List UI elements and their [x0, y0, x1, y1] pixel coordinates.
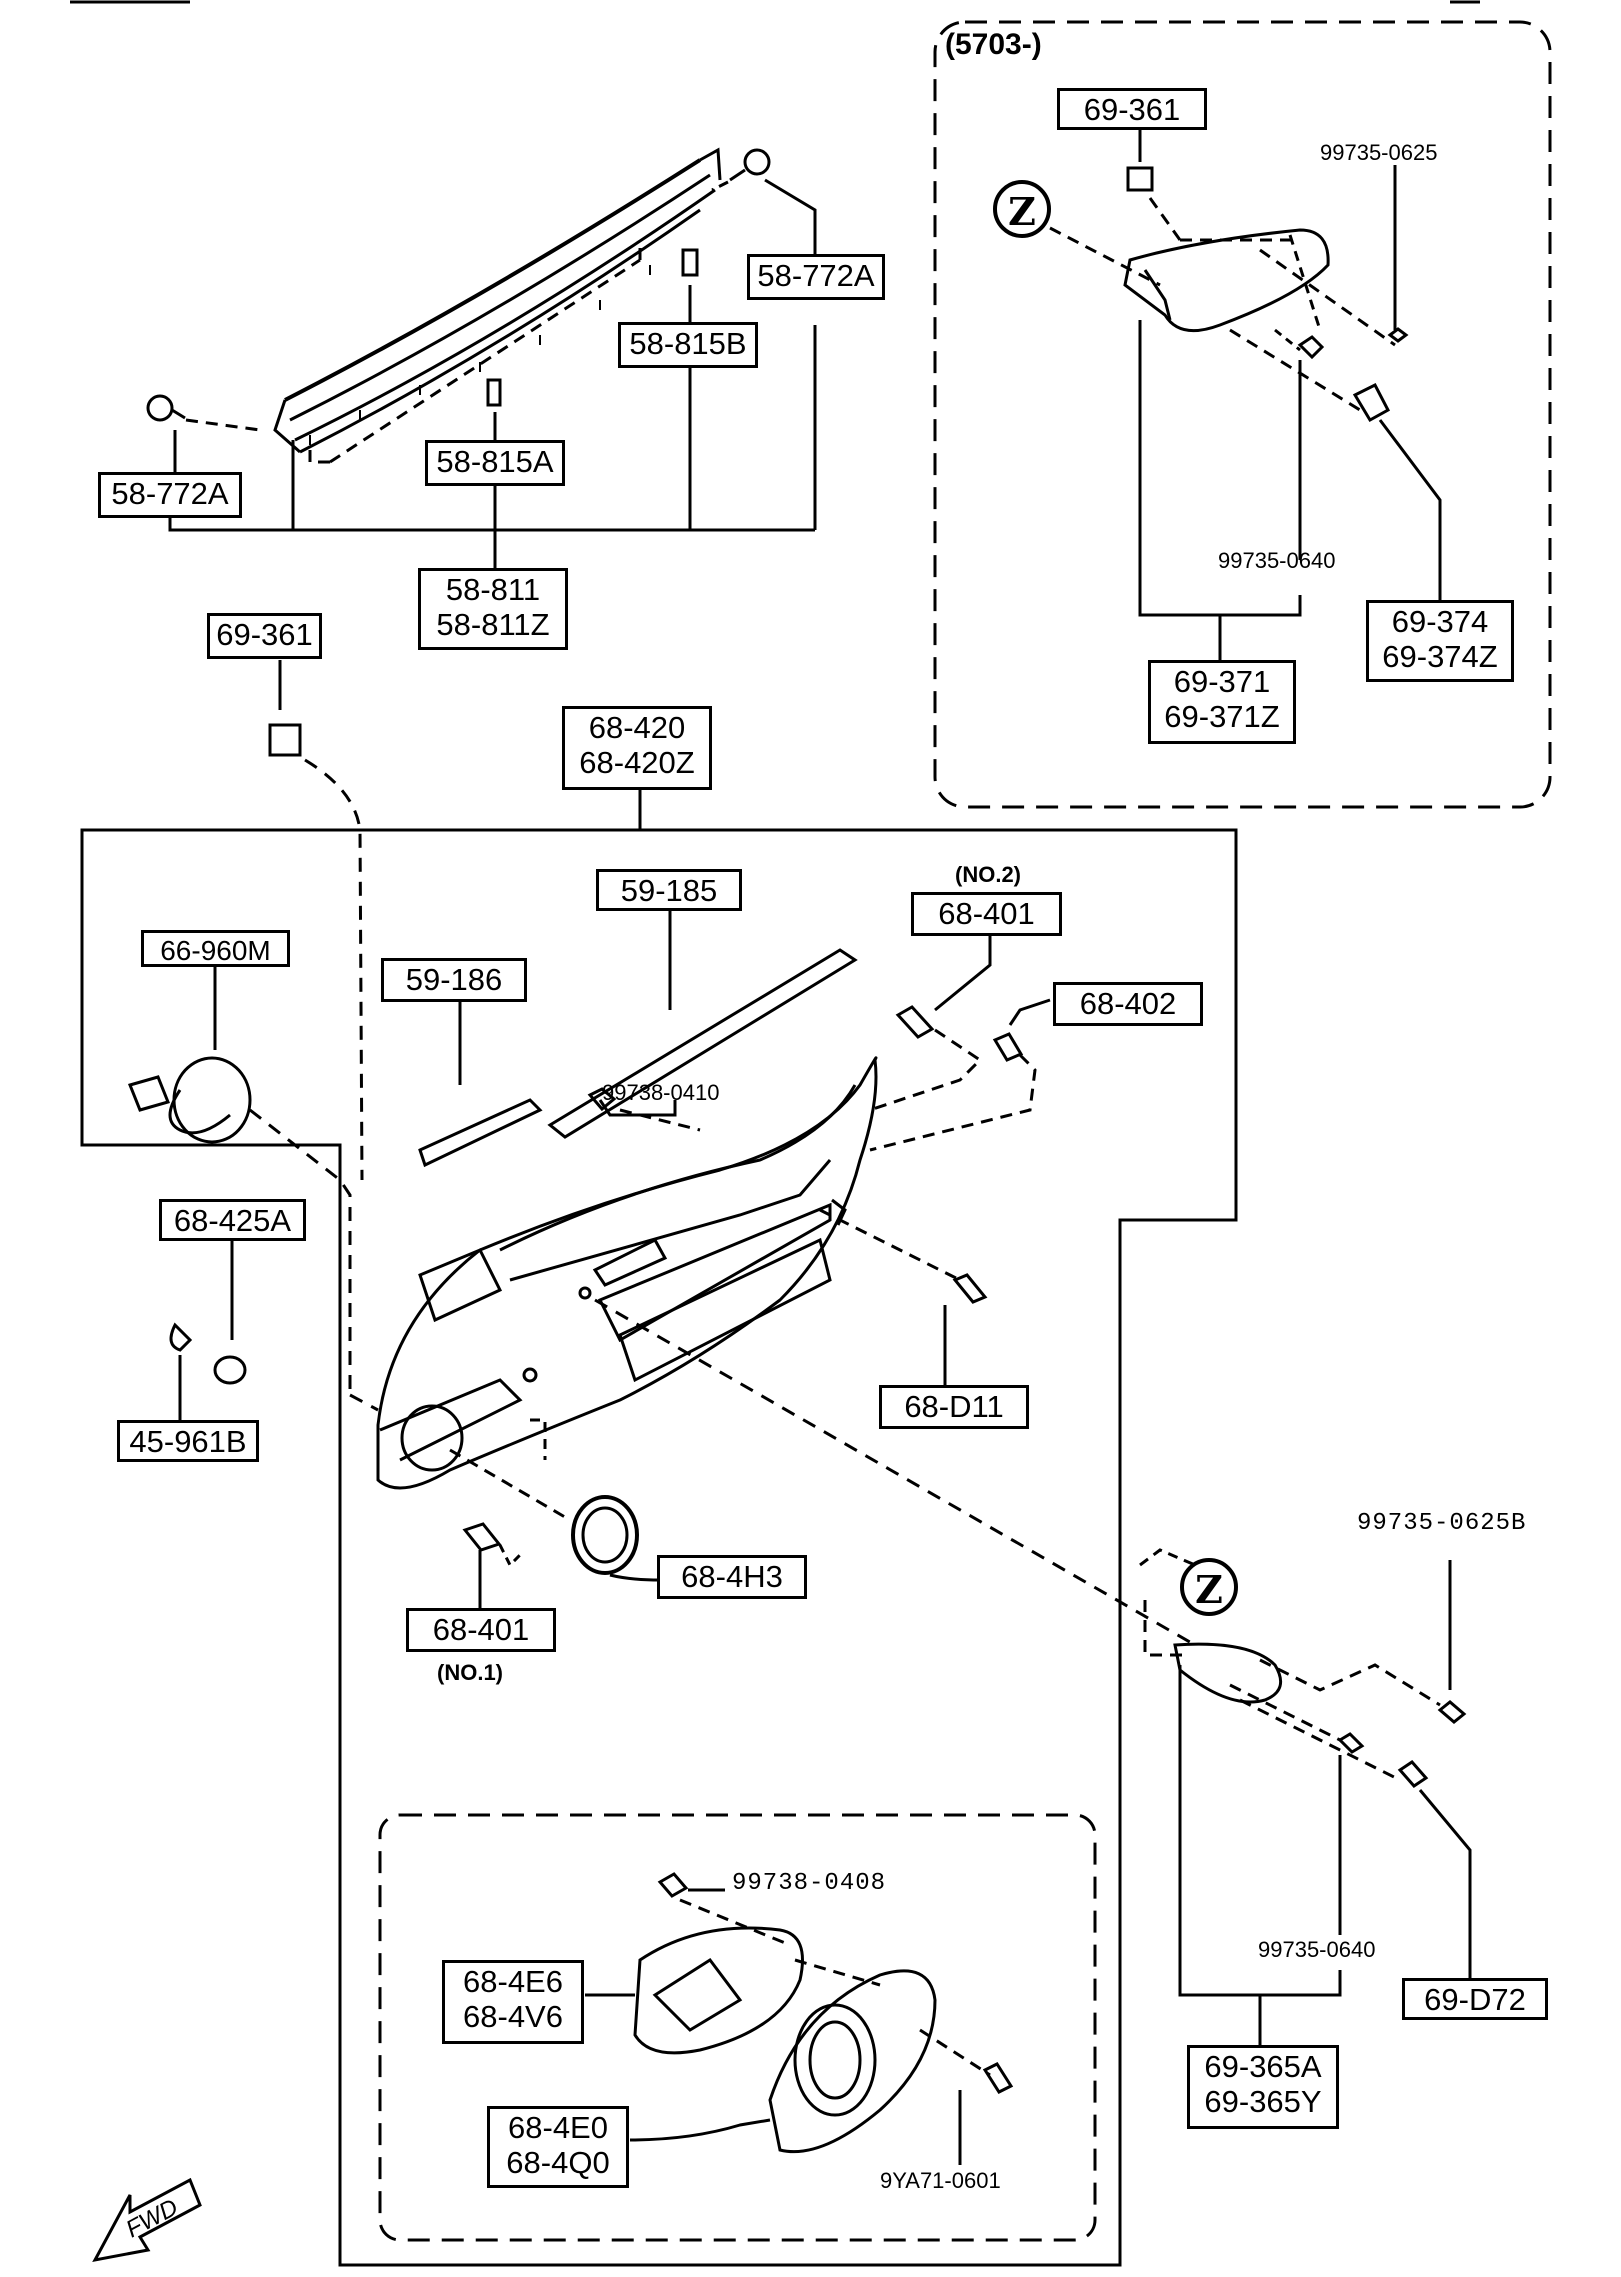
label-68-d11: 68-D11 [879, 1385, 1029, 1429]
label-68-420: 68-420 68-420Z [562, 706, 712, 790]
label-68-4e6: 68-4E6 68-4V6 [442, 1960, 584, 2044]
label-99738-0410: 99738-0410 [602, 1080, 720, 1105]
label-99738-0408: 99738-0408 [732, 1870, 887, 1897]
screw-68-d11 [952, 1273, 988, 1304]
label-99735-0640-inset: 99735-0640 [1218, 548, 1336, 573]
label-59-186: 59-186 [381, 958, 527, 1002]
door-trim-panel-68-420 [376, 1056, 878, 1490]
label-69-371-line1: 69-371 [1173, 664, 1271, 699]
label-69-365a-line2: 69-365Y [1204, 2083, 1322, 2119]
ring-68-4h3 [571, 1495, 639, 1575]
label-68-4e6-line2: 68-4V6 [463, 1998, 563, 2034]
inset-frame [933, 20, 1552, 809]
zone-marker-z-lower: Z [1180, 1558, 1238, 1616]
zone-marker-z-top: Z [993, 180, 1051, 238]
label-58-811: 58-811 58-811Z [418, 568, 568, 650]
label-68-401-bottom: 68-401 [406, 1608, 556, 1652]
fwd-arrow-icon [92, 2177, 202, 2263]
label-69-371-line2: 69-371Z [1164, 698, 1280, 734]
clip-58-815b [681, 248, 699, 277]
label-68-425a: 68-425A [159, 1199, 306, 1241]
clip-69-361-inset [1126, 166, 1154, 192]
screw-9ya71-0601 [982, 2062, 1014, 2094]
label-69-d72: 69-D72 [1402, 1978, 1548, 2020]
label-45-961b: 45-961B [117, 1420, 259, 1462]
label-69-374-line1: 69-374 [1391, 604, 1489, 639]
push-pin-left [146, 394, 174, 422]
label-69-365a-line1: 69-365A [1204, 2049, 1322, 2084]
label-inset-title: (5703-) [945, 28, 1042, 61]
label-9ya71-0601: 9YA71-0601 [880, 2168, 1001, 2193]
handle-cover-69-371 [1123, 228, 1330, 333]
label-66-960m: 66-960M [141, 930, 290, 967]
label-68-401-top: 68-401 [911, 892, 1062, 936]
label-99735-0640-lower: 99735-0640 [1258, 1937, 1376, 1962]
label-no1: (NO.1) [437, 1660, 503, 1685]
cap-69-d72 [1397, 1760, 1429, 1788]
label-58-772a-right: 58-772A [747, 254, 885, 300]
label-68-4e6-line1: 68-4E6 [463, 1964, 563, 1999]
label-99735-0625: 99735-0625 [1320, 140, 1438, 165]
clip-68-402 [992, 1032, 1024, 1062]
label-58-772a-left: 58-772A [98, 472, 242, 518]
label-69-371: 69-371 69-371Z [1148, 660, 1296, 744]
clip-68-401-bottom [462, 1522, 502, 1552]
clip-69-361 [268, 723, 302, 757]
label-99735-0625b: 99735-0625B [1357, 1510, 1527, 1537]
label-68-4e0-line1: 68-4E0 [508, 2110, 608, 2145]
label-68-4h3: 68-4H3 [657, 1555, 807, 1599]
clip-58-815a [486, 378, 502, 407]
label-58-811-line1: 58-811 [445, 572, 541, 607]
label-69-365a: 69-365A 69-365Y [1187, 2045, 1339, 2129]
cap-69-374 [1352, 382, 1391, 423]
molding-59-186 [418, 1098, 543, 1168]
weatherstrip-58-811 [273, 147, 722, 464]
label-58-811-line2: 58-811Z [436, 606, 550, 642]
cap-68-425a [213, 1355, 247, 1385]
label-69-374-line2: 69-374Z [1382, 638, 1498, 674]
speaker-cover-68-4e0 [768, 1969, 937, 2154]
label-68-402: 68-402 [1053, 982, 1203, 1026]
push-pin-right [743, 148, 771, 176]
molding-59-185 [547, 948, 858, 1139]
panel-boundary [80, 828, 1238, 2267]
speaker-kit-frame [378, 1813, 1097, 2242]
label-no2: (NO.2) [955, 862, 1021, 887]
label-68-4e0: 68-4E0 68-4Q0 [487, 2106, 629, 2188]
label-58-815b: 58-815B [618, 322, 758, 368]
speaker-bracket-68-4e6 [633, 1926, 804, 2055]
speaker-grille-66-960m [172, 1056, 252, 1144]
clip-68-401-top [895, 1005, 935, 1039]
label-69-361-inset: 69-361 [1057, 88, 1207, 130]
label-58-815a: 58-815A [425, 440, 565, 486]
label-68-420-line1: 68-420 [588, 710, 686, 745]
label-69-374: 69-374 69-374Z [1366, 600, 1514, 682]
label-68-4e0-line2: 68-4Q0 [506, 2144, 610, 2180]
inner-handle-69-365a [1173, 1642, 1283, 1704]
label-68-420-line2: 68-420Z [579, 744, 695, 780]
clip-45-961b [169, 1322, 193, 1352]
label-59-185: 59-185 [596, 869, 742, 911]
label-69-361-left: 69-361 [207, 613, 322, 659]
